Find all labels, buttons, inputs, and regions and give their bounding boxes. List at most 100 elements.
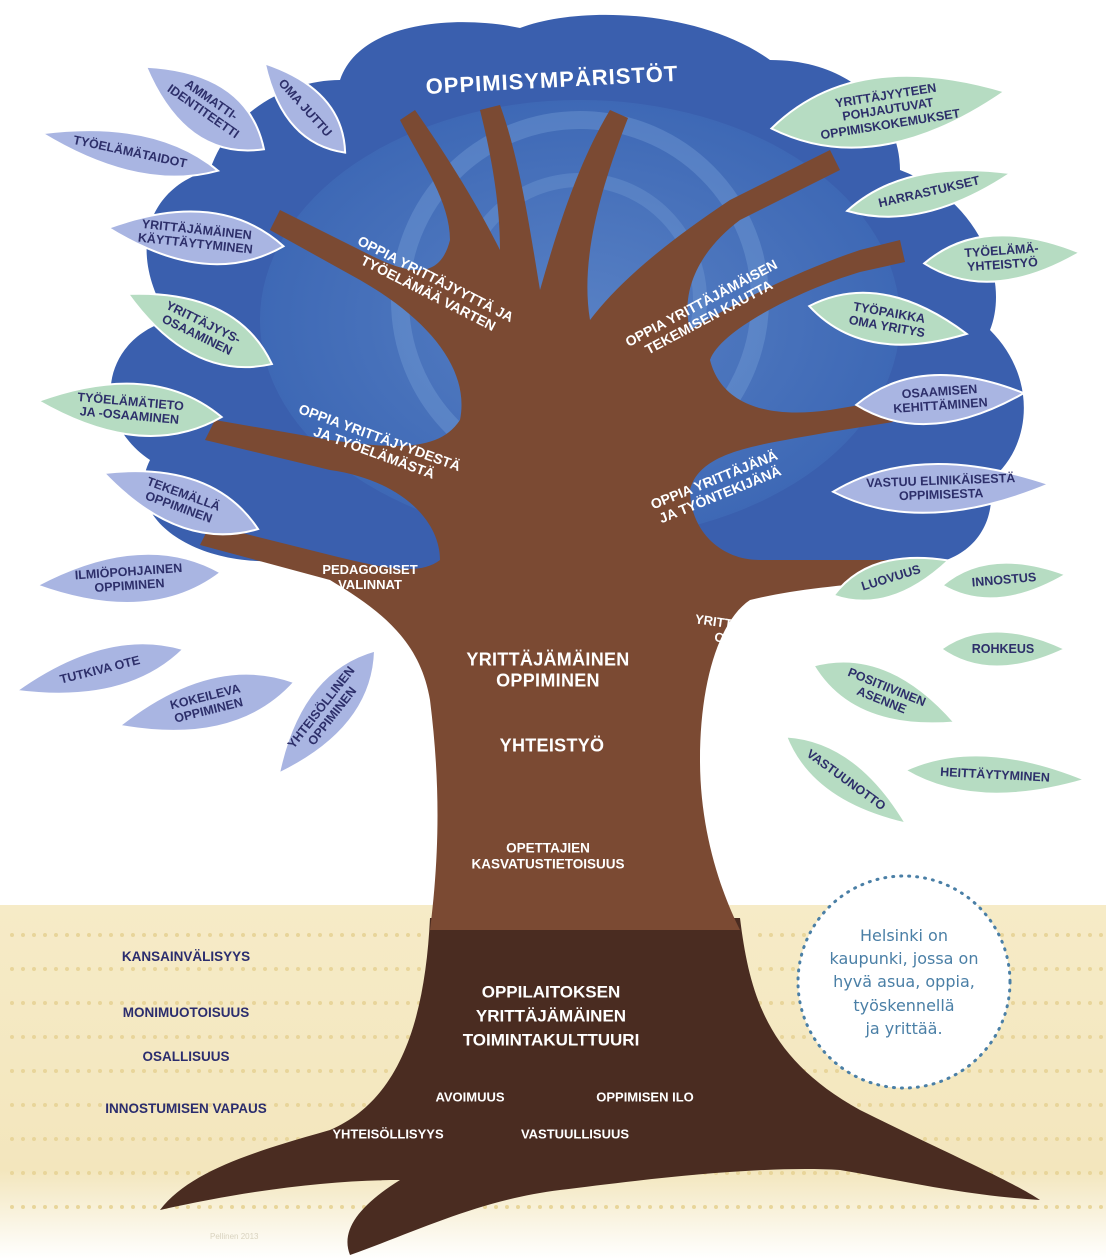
ground-dot: [329, 1035, 333, 1039]
ground-dot: [32, 1137, 36, 1141]
ground-dot: [1077, 933, 1081, 937]
ground-dot: [967, 1069, 971, 1073]
ground-dot: [736, 1171, 740, 1175]
ground-dot: [32, 967, 36, 971]
ground-dot: [373, 1035, 377, 1039]
ground-dot: [186, 933, 190, 937]
ground-dot: [285, 1069, 289, 1073]
ground-dot: [967, 1205, 971, 1209]
ground-dot: [296, 1001, 300, 1005]
ground-dot: [43, 933, 47, 937]
ground-dot: [318, 967, 322, 971]
ground-dot: [857, 1205, 861, 1209]
ground-dot: [901, 1103, 905, 1107]
ground-dot: [1044, 1001, 1048, 1005]
ground-dot: [307, 1103, 311, 1107]
ground-dot: [54, 1205, 58, 1209]
ground-dot: [714, 1205, 718, 1209]
ground-dot: [186, 967, 190, 971]
ground-dot: [406, 1001, 410, 1005]
ground-dot: [560, 1205, 564, 1209]
ground-dot: [142, 1069, 146, 1073]
ground-dot: [175, 1103, 179, 1107]
ground-dot: [1000, 1205, 1004, 1209]
ground-dot: [989, 1069, 993, 1073]
ground-dot: [989, 1137, 993, 1141]
ground-dot: [802, 933, 806, 937]
ground-dot: [21, 1001, 25, 1005]
ground-dot: [813, 1171, 817, 1175]
ground-dot: [384, 1001, 388, 1005]
ground-dot: [340, 1035, 344, 1039]
ground-dot: [142, 967, 146, 971]
ground-dot: [153, 1171, 157, 1175]
ground-dot: [1077, 1103, 1081, 1107]
ground-dot: [1077, 1001, 1081, 1005]
ground-dot: [604, 1205, 608, 1209]
ground-dot: [1044, 1205, 1048, 1209]
ground-dot: [120, 933, 124, 937]
ground-dot: [186, 1205, 190, 1209]
ground-dot: [780, 1205, 784, 1209]
ground-dot: [1011, 1205, 1015, 1209]
ground-dot: [175, 1001, 179, 1005]
ground-dot: [230, 1103, 234, 1107]
ground-dot: [65, 1137, 69, 1141]
ground-dot: [1033, 1103, 1037, 1107]
ground-dot: [1022, 933, 1026, 937]
ground-dot: [274, 1069, 278, 1073]
ground-dot: [164, 1137, 168, 1141]
ground-dot: [10, 1137, 14, 1141]
ground-dot: [527, 1205, 531, 1209]
ground-dot: [318, 1001, 322, 1005]
ground-dot: [780, 1035, 784, 1039]
trunk-sub-label: YHTEISTYÖ: [499, 735, 605, 756]
ground-dot: [384, 1069, 388, 1073]
ground-dot: [1055, 1137, 1059, 1141]
ground-dot: [1000, 933, 1004, 937]
ground-dot: [1077, 967, 1081, 971]
ground-dot: [87, 933, 91, 937]
ground-dot: [1088, 967, 1092, 971]
ground-dot: [813, 1069, 817, 1073]
ground-dot: [208, 967, 212, 971]
ground-dot: [1022, 1103, 1026, 1107]
ground-dot: [208, 1137, 212, 1141]
ground-dot: [175, 1137, 179, 1141]
ground-dot: [98, 1171, 102, 1175]
ground-dot: [362, 1103, 366, 1107]
ground-dot: [219, 1069, 223, 1073]
ground-dot: [340, 1001, 344, 1005]
ground-dot: [329, 967, 333, 971]
ground-dot: [780, 967, 784, 971]
ground-dot: [912, 1205, 916, 1209]
ground-dot: [329, 1205, 333, 1209]
ground-dot: [934, 1205, 938, 1209]
ground-dot: [351, 1035, 355, 1039]
ground-dot: [1066, 1001, 1070, 1005]
ground-dot: [98, 1035, 102, 1039]
ground-dot: [252, 967, 256, 971]
ground-dot: [615, 1205, 619, 1209]
ground-dot: [1066, 1171, 1070, 1175]
ground-dot: [208, 1103, 212, 1107]
ground-dot: [32, 1001, 36, 1005]
ground-dot: [120, 967, 124, 971]
ground-dot: [582, 1205, 586, 1209]
leaf-shape-left-4: [126, 292, 274, 369]
ground-dot: [263, 933, 267, 937]
ground-dot: [1022, 1035, 1026, 1039]
ground-dot: [197, 1001, 201, 1005]
ground-dot: [120, 1001, 124, 1005]
ground-dot: [1044, 1069, 1048, 1073]
ground-dot: [263, 1035, 267, 1039]
ground-dot: [274, 1035, 278, 1039]
ground-dot: [956, 1205, 960, 1209]
leaf-shape-right-11: [902, 754, 1088, 795]
ground-dot: [274, 933, 278, 937]
ground-dot: [186, 1137, 190, 1141]
ground-dot: [10, 1171, 14, 1175]
ground-dot: [76, 1069, 80, 1073]
ground-dot: [274, 1103, 278, 1107]
leaf-shape-right-6: [832, 556, 951, 602]
